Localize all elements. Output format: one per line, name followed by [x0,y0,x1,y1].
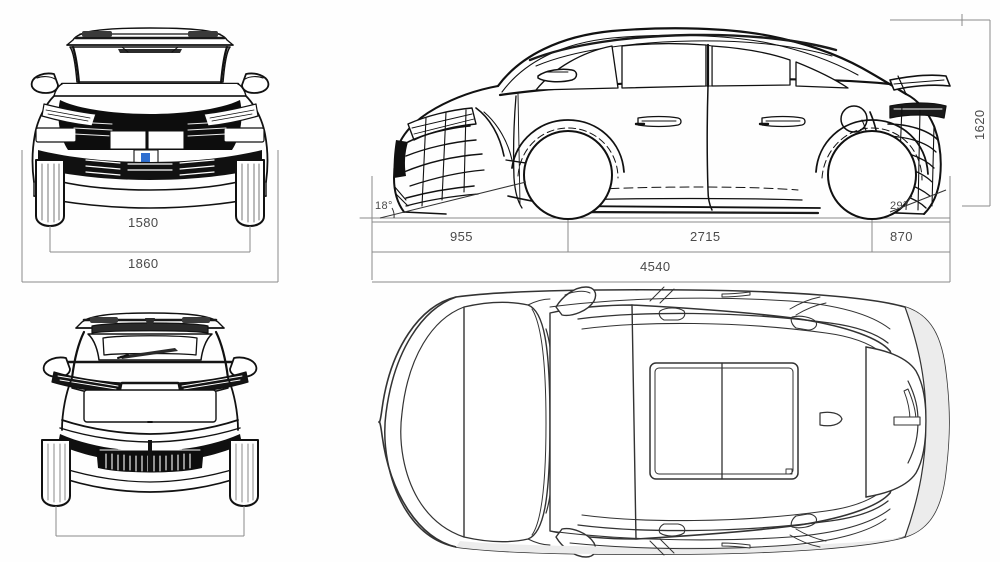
top-view [360,285,980,560]
top-view-drawing [378,286,950,558]
approach-angle-value: 18° [375,200,393,212]
front-track-dimension [49,226,251,253]
rear-track-dimension [55,506,245,537]
side-view-drawing [359,14,991,283]
side-view: 18° 29° 955 2715 870 4540 1620 [350,0,1000,290]
overall-width-dimension [21,150,279,283]
side-dimension-lines [371,176,951,283]
departure-angle-value: 29° [890,200,908,212]
front-overhang-value: 955 [450,229,473,244]
overall-height-value: 1620 [972,109,987,140]
approach-angle-indicator [379,181,527,219]
rear-view-drawing [41,312,259,537]
wheelbase-value: 2715 [690,229,721,244]
rear-overhang-value: 870 [890,229,913,244]
overall-length-value: 4540 [640,259,671,274]
front-track-value: 1580 [128,215,159,230]
rear-view: 1570 [0,300,300,550]
front-view: 1580 1860 [0,0,300,290]
departure-angle-indicator [889,189,947,213]
front-view-drawing [21,27,279,283]
overall-width-value: 1860 [128,256,159,271]
